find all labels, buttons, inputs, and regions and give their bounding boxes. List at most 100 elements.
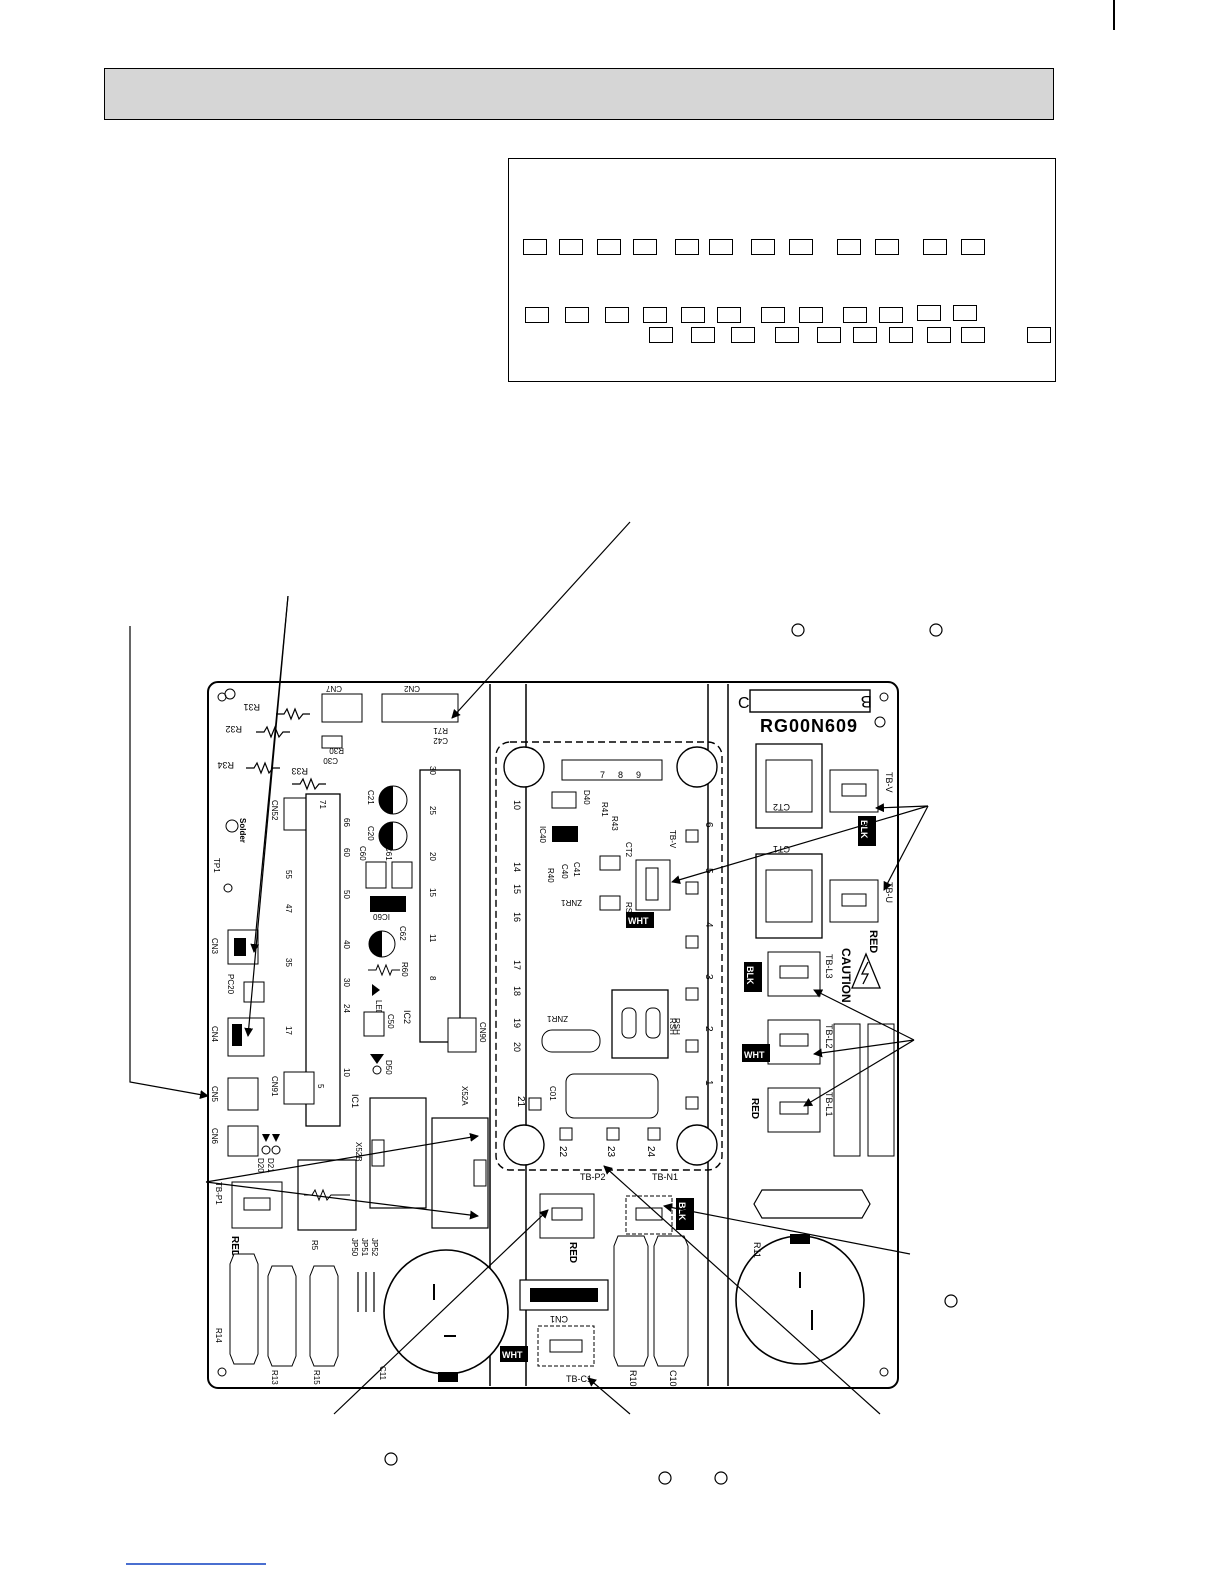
relay-label: X52A: [460, 1086, 469, 1106]
component-label: R10: [628, 1370, 638, 1387]
terminal-label: TB-L3: [824, 954, 834, 979]
terminal-legend-box: [508, 158, 1056, 382]
ic60: [370, 896, 406, 912]
resistor-r10: [653, 1235, 689, 1367]
component-label: C10: [668, 1370, 678, 1387]
pin-label: 2: [703, 1026, 714, 1032]
terminal-label: TB-L2: [824, 1024, 834, 1049]
terminal-tb-l2: TB-L2: [767, 1019, 834, 1065]
shunt-resistor-rsh: [611, 989, 669, 1059]
legend-cell: [961, 239, 985, 255]
terminal-label: TB-P2: [580, 1172, 606, 1182]
component-label: R11: [752, 1242, 762, 1258]
legend-cell: [775, 327, 799, 343]
legend-cell: [879, 307, 903, 323]
diode-d50-icon: [370, 1054, 384, 1064]
component-label: C21: [366, 790, 375, 805]
photocoupler-pc20: PC20: [226, 974, 265, 1003]
pin-label: 10: [512, 800, 522, 810]
connector-label: CN6: [210, 1128, 219, 1145]
pin-label: 40: [342, 940, 351, 949]
led50-icon: [372, 984, 380, 996]
pin-label: 15: [512, 884, 522, 894]
connector-label: CN5: [210, 1086, 219, 1103]
legend-cell: [605, 307, 629, 323]
legend-cell: [681, 307, 705, 323]
wire-color-label: RED: [867, 930, 879, 953]
terminal-tb-c1: TB-C1: [537, 1325, 595, 1384]
pin-label: 25: [428, 806, 437, 815]
legend-cell: [799, 307, 823, 323]
component-label: R60: [400, 962, 409, 977]
pin-label: 16: [512, 912, 522, 922]
ic40: [552, 826, 578, 842]
component-label: IC40: [538, 826, 547, 843]
legend-cell: [643, 307, 667, 323]
component-label: CT2: [773, 802, 790, 812]
legend-cell: [649, 327, 673, 343]
transformer-ct2: [755, 743, 823, 829]
terminal-label: TB-U: [884, 882, 894, 903]
leader-lines: [129, 521, 929, 1415]
component-label: C40: [560, 864, 569, 879]
component-label: R71: [433, 726, 448, 735]
legend-cell: [875, 239, 899, 255]
relay-label: X52B: [354, 1142, 363, 1162]
component-label: D20: [256, 1158, 265, 1173]
caution-warning-icon: [851, 952, 881, 989]
diode-d20-icon: [262, 1134, 270, 1142]
board-grade: C: [738, 695, 750, 712]
pin-label: 9: [636, 770, 641, 780]
wire-color-label: WHT: [628, 916, 649, 926]
legend-cell: [751, 239, 775, 255]
connector-cn2: [381, 693, 459, 723]
component-label: C41: [572, 862, 581, 877]
diode-d21-icon: [272, 1134, 280, 1142]
connector-cn90: [447, 1017, 477, 1053]
legend-cell: [953, 305, 977, 321]
legend-cell: [717, 307, 741, 323]
legend-cell: [675, 239, 699, 255]
component-label: ZNR1: [547, 1014, 568, 1023]
pin-label: 8: [618, 770, 623, 780]
component-label: C61: [384, 846, 393, 861]
component-label: R41: [600, 802, 609, 817]
component-label: C20: [366, 826, 375, 841]
connector-label: CN4: [210, 1026, 219, 1043]
capacitor-c11: [383, 1249, 509, 1375]
pin-label: 8: [428, 976, 437, 981]
reference-circles: [384, 623, 958, 1485]
ic1-microcontroller: [305, 793, 341, 1127]
terminal-tb-l3: TB-L3: [767, 951, 834, 997]
component-label: R15: [312, 1370, 321, 1385]
terminal-tb-v: TB-V: [829, 769, 894, 813]
terminal-tb-p1: TB-P1: [214, 1181, 283, 1229]
pin-label: 50: [342, 890, 351, 899]
top-rule: [1113, 0, 1115, 30]
terminal-tb-u: TB-U: [829, 879, 894, 923]
component-label: ZNR1: [561, 898, 582, 907]
resistor-r12: [613, 1235, 649, 1367]
module-left-pins: 10 14 15 16 17 18 19 20: [512, 800, 522, 1052]
board-part-number: RG00N609: [760, 716, 858, 736]
pin-label: 15: [428, 888, 437, 897]
pin-label: 22: [557, 1146, 568, 1158]
legend-cell: [853, 327, 877, 343]
resistor-r15: [309, 1265, 339, 1367]
connector-cn91: CN91: [270, 1071, 315, 1105]
legend-cell: [1027, 327, 1051, 343]
ic2-module: [419, 769, 461, 1043]
legend-cell: [837, 239, 861, 255]
legend-cell: [633, 239, 657, 255]
component-label: R30: [329, 746, 344, 755]
legend-cell: [525, 307, 549, 323]
legend-cell: [927, 327, 951, 343]
varistor-znr1: [541, 1029, 601, 1053]
component-label: RSH: [672, 1018, 681, 1035]
component-label: JP51: [360, 1238, 369, 1257]
terminal-label: TB-N1: [652, 1172, 678, 1182]
board-revision: B: [861, 692, 872, 711]
component-label: R14: [214, 1328, 223, 1343]
terminal-label: TB-L1: [824, 1092, 834, 1117]
